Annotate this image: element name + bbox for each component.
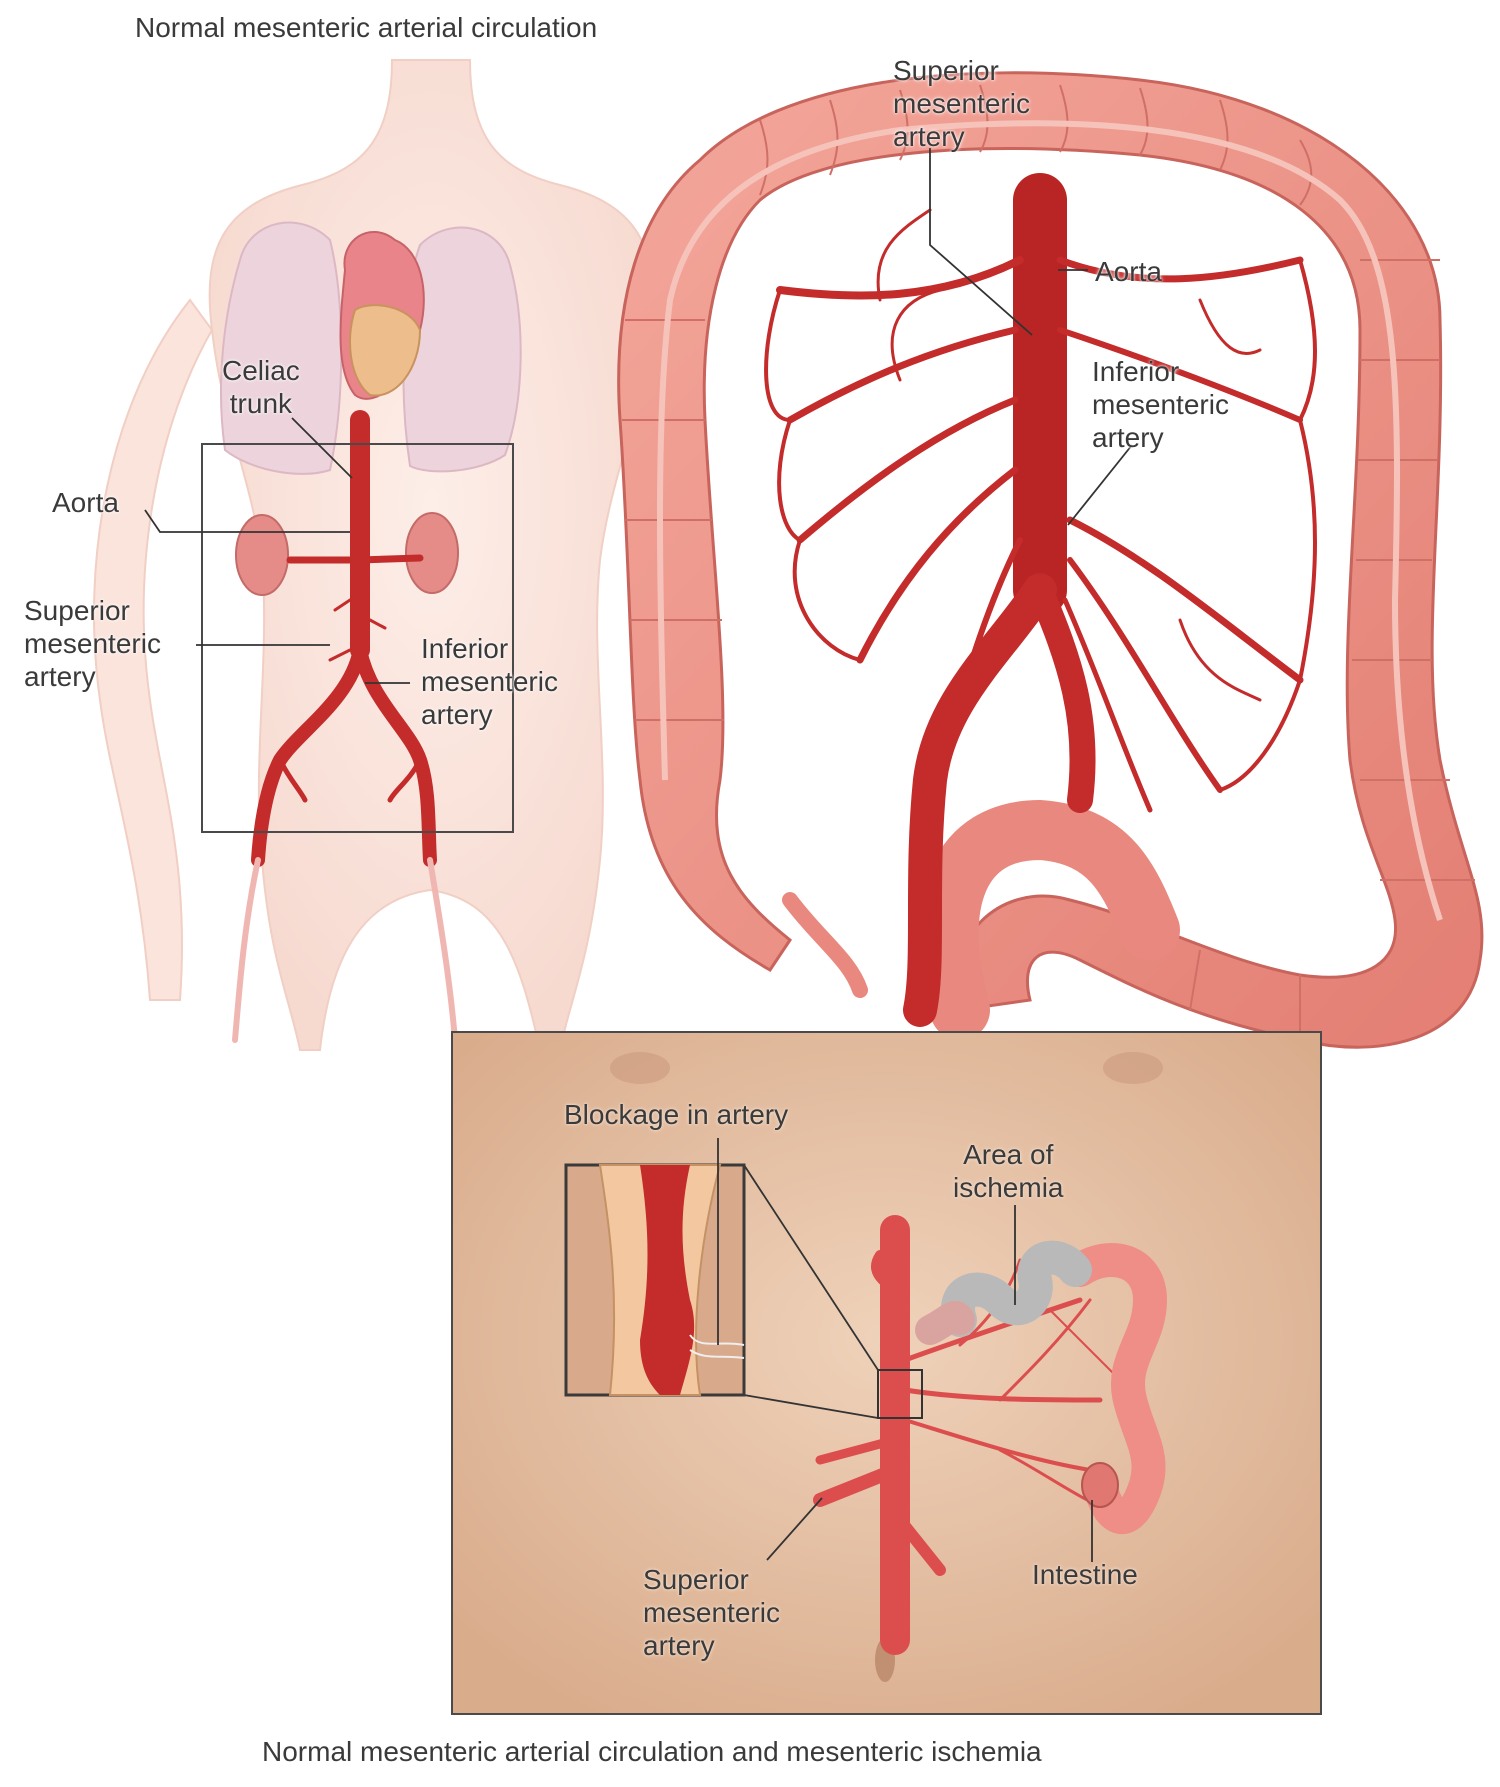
body-leader-lines [144, 417, 410, 684]
body-label-inferior-mesenteric: Inferior mesenteric artery [421, 633, 558, 730]
ischemic-loop [941, 1240, 1092, 1337]
colon-arteries [764, 173, 1317, 1027]
bottom-caption: Normal mesenteric arterial circulation a… [262, 1736, 1042, 1767]
top-caption: Normal mesenteric arterial circulation [135, 12, 598, 43]
sigmoid-colon [918, 799, 1180, 1040]
appendix [782, 892, 868, 998]
body-aorta [232, 410, 458, 1043]
colon-leader-lines [929, 148, 1133, 526]
ischemia-label-intestine: Intestine [1032, 1559, 1138, 1590]
ischemia-label-superior-mesenteric: Superior mesenteric artery [643, 1564, 780, 1661]
left-kidney [235, 514, 289, 596]
blockage-locator-box [877, 1369, 923, 1419]
right-kidney [405, 512, 459, 594]
colon-label-inferior-mesenteric: Inferior mesenteric artery [1092, 356, 1229, 453]
ischemia-leader-lines [717, 1138, 1093, 1562]
body-label-superior-mesenteric: Superior mesenteric artery [24, 595, 161, 692]
colon-label-superior-mesenteric: Superior mesenteric artery [893, 55, 1030, 152]
heart [339, 230, 425, 400]
ischemia-label-area-of-ischemia: Area of ischemia [953, 1139, 1064, 1203]
body-silhouette [93, 59, 709, 1051]
colon-label-aorta: Aorta [1095, 256, 1162, 287]
ischemia-label-blockage: Blockage in artery [564, 1099, 789, 1130]
blockage-inset [564, 1163, 746, 1397]
intestine [1063, 1243, 1168, 1534]
body-label-aorta: Aorta [52, 487, 119, 518]
colon [617, 71, 1484, 1049]
body-label-celiac-trunk: Celiac trunk [222, 355, 300, 419]
body-inset-frame [201, 443, 514, 833]
